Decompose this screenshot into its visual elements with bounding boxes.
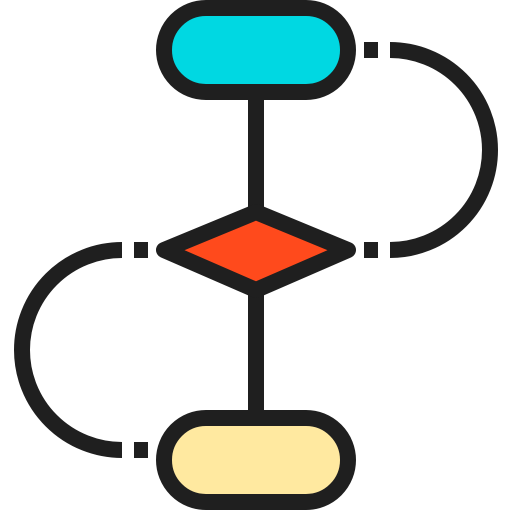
loop-connector-left (14, 242, 148, 458)
end-terminator-shape (156, 410, 356, 510)
connector-arc (389, 42, 498, 258)
connector-arc (14, 242, 123, 458)
loop-connector-right (364, 42, 498, 258)
decision-diamond-shape (156, 204, 356, 298)
start-terminator-shape (156, 0, 356, 100)
